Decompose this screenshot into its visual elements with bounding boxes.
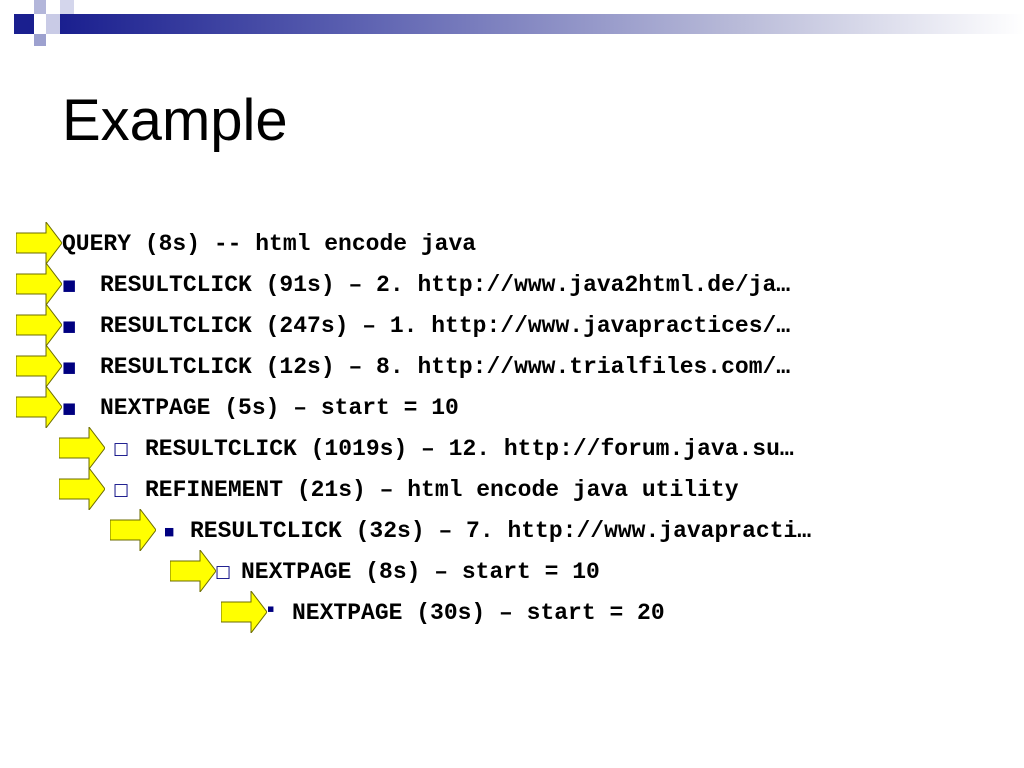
log-line: NEXTPAGE (30s) – start = 20 — [292, 600, 665, 626]
log-line: RESULTCLICK (91s) – 2. http://www.java2h… — [100, 272, 791, 298]
log-line: NEXTPAGE (8s) – start = 10 — [241, 559, 600, 585]
yellow-arrow-icon — [16, 263, 62, 305]
slide-title: Example — [62, 88, 288, 153]
bullet-square-icon: ■ — [62, 399, 77, 417]
yellow-arrow-icon — [16, 304, 62, 346]
yellow-arrow-icon — [170, 550, 216, 592]
yellow-arrow-icon — [16, 386, 62, 428]
log-line: QUERY (8s) -- html encode java — [62, 231, 477, 257]
log-line: RESULTCLICK (1019s) – 12. http://forum.j… — [145, 436, 794, 462]
decor-gradient-bar — [60, 14, 1024, 34]
bullet-hollow-square-icon: □ — [113, 439, 130, 459]
bullet-hollow-square-icon: □ — [215, 562, 232, 582]
log-line: RESULTCLICK (247s) – 1. http://www.javap… — [100, 313, 791, 339]
decor-square — [46, 14, 60, 34]
bullet-square-icon: ■ — [62, 317, 77, 335]
log-line: NEXTPAGE (5s) – start = 10 — [100, 395, 459, 421]
log-line: REFINEMENT (21s) – html encode java util… — [145, 477, 739, 503]
yellow-arrow-icon — [59, 427, 105, 469]
log-line: RESULTCLICK (12s) – 8. http://www.trialf… — [100, 354, 791, 380]
yellow-arrow-icon — [221, 591, 267, 633]
yellow-arrow-icon — [16, 222, 62, 264]
decor-square — [14, 14, 34, 34]
bullet-square-icon: ■ — [62, 276, 77, 294]
decor-square — [34, 0, 46, 14]
log-line: RESULTCLICK (32s) – 7. http://www.javapr… — [190, 518, 812, 544]
bullet-hollow-square-icon: □ — [113, 480, 130, 500]
decor-square — [60, 0, 74, 14]
yellow-arrow-icon — [59, 468, 105, 510]
yellow-arrow-icon — [16, 345, 62, 387]
yellow-arrow-icon — [110, 509, 156, 551]
bullet-square-icon: ■ — [164, 525, 175, 538]
decor-square — [34, 34, 46, 46]
bullet-square-icon: ▪ — [267, 602, 275, 615]
bullet-square-icon: ■ — [62, 358, 77, 376]
